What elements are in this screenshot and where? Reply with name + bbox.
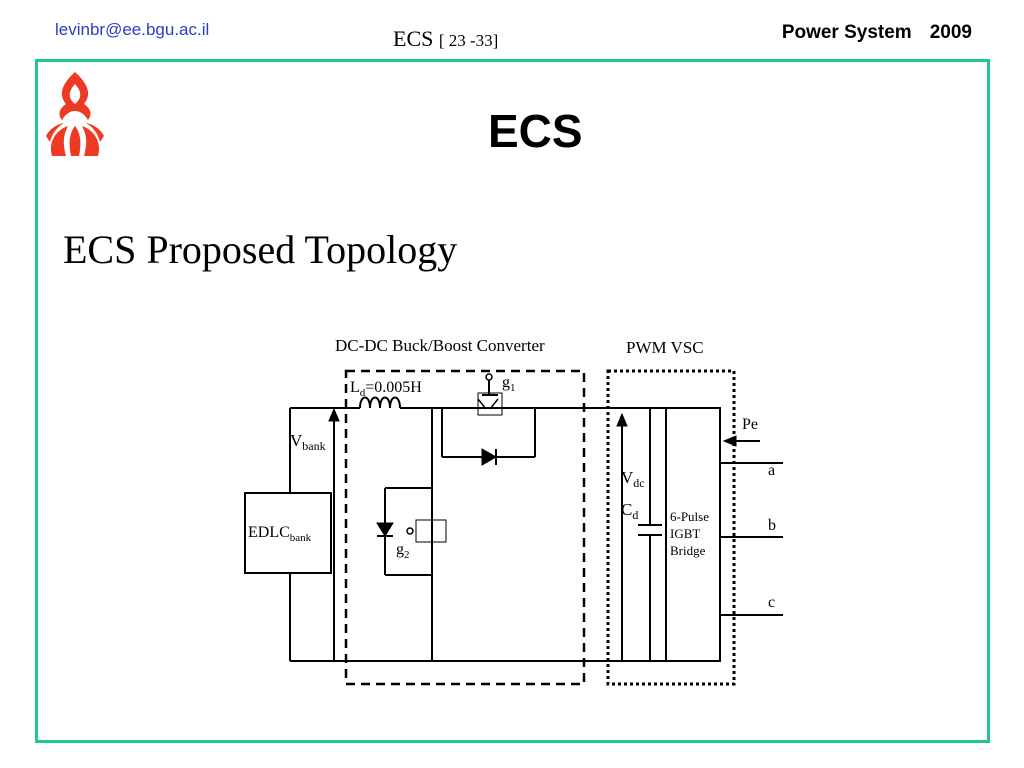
phase-a-label: a	[768, 462, 775, 479]
header-center-main: ECS	[393, 26, 434, 51]
slide-frame	[35, 59, 990, 743]
bridge-line2: IGBT	[670, 526, 700, 541]
header-page-range: [ 23 -33]	[438, 31, 499, 50]
header-email: levinbr@ee.bgu.ac.il	[55, 20, 210, 39]
cd-label: Cd	[621, 500, 638, 522]
header-power-system: Power System	[781, 22, 912, 43]
vdc-label: Vdc	[621, 468, 645, 490]
g2-label: g2	[396, 541, 410, 561]
vsc-label: PWM VSC	[626, 338, 704, 357]
bridge-line3: Bridge	[670, 543, 706, 558]
slide-subtitle: ECS Proposed Topology	[63, 227, 458, 272]
vsc-boundary	[606, 369, 736, 686]
slide-title: ECS	[488, 105, 583, 157]
igbt-bridge-box	[665, 407, 721, 662]
edlc-bank-box	[244, 492, 332, 574]
g1-label: g1	[502, 374, 516, 394]
header-right: Power System 2009	[782, 22, 972, 44]
inductor-label: Ld=0.005H	[350, 379, 422, 399]
bridge-line1: 6-Pulse	[670, 509, 709, 524]
header-center: ECS [ 23 -33]	[393, 26, 498, 52]
edlc-label: EDLCbank	[248, 524, 312, 544]
converter-boundary	[344, 369, 586, 686]
vbank-label: Vbank	[290, 431, 326, 453]
ecs-topology-diagram: DC-DC Buck/Boost Converter PWM VSC Ld=0.…	[244, 336, 783, 686]
converter-label: DC-DC Buck/Boost Converter	[335, 336, 545, 355]
university-flame-logo-icon	[46, 72, 104, 156]
phase-b-label: b	[768, 517, 776, 534]
inductor-coil	[359, 396, 401, 409]
phase-c-label: c	[768, 594, 775, 611]
header-year: 2009	[929, 22, 972, 43]
pe-label: Pe	[742, 416, 758, 433]
